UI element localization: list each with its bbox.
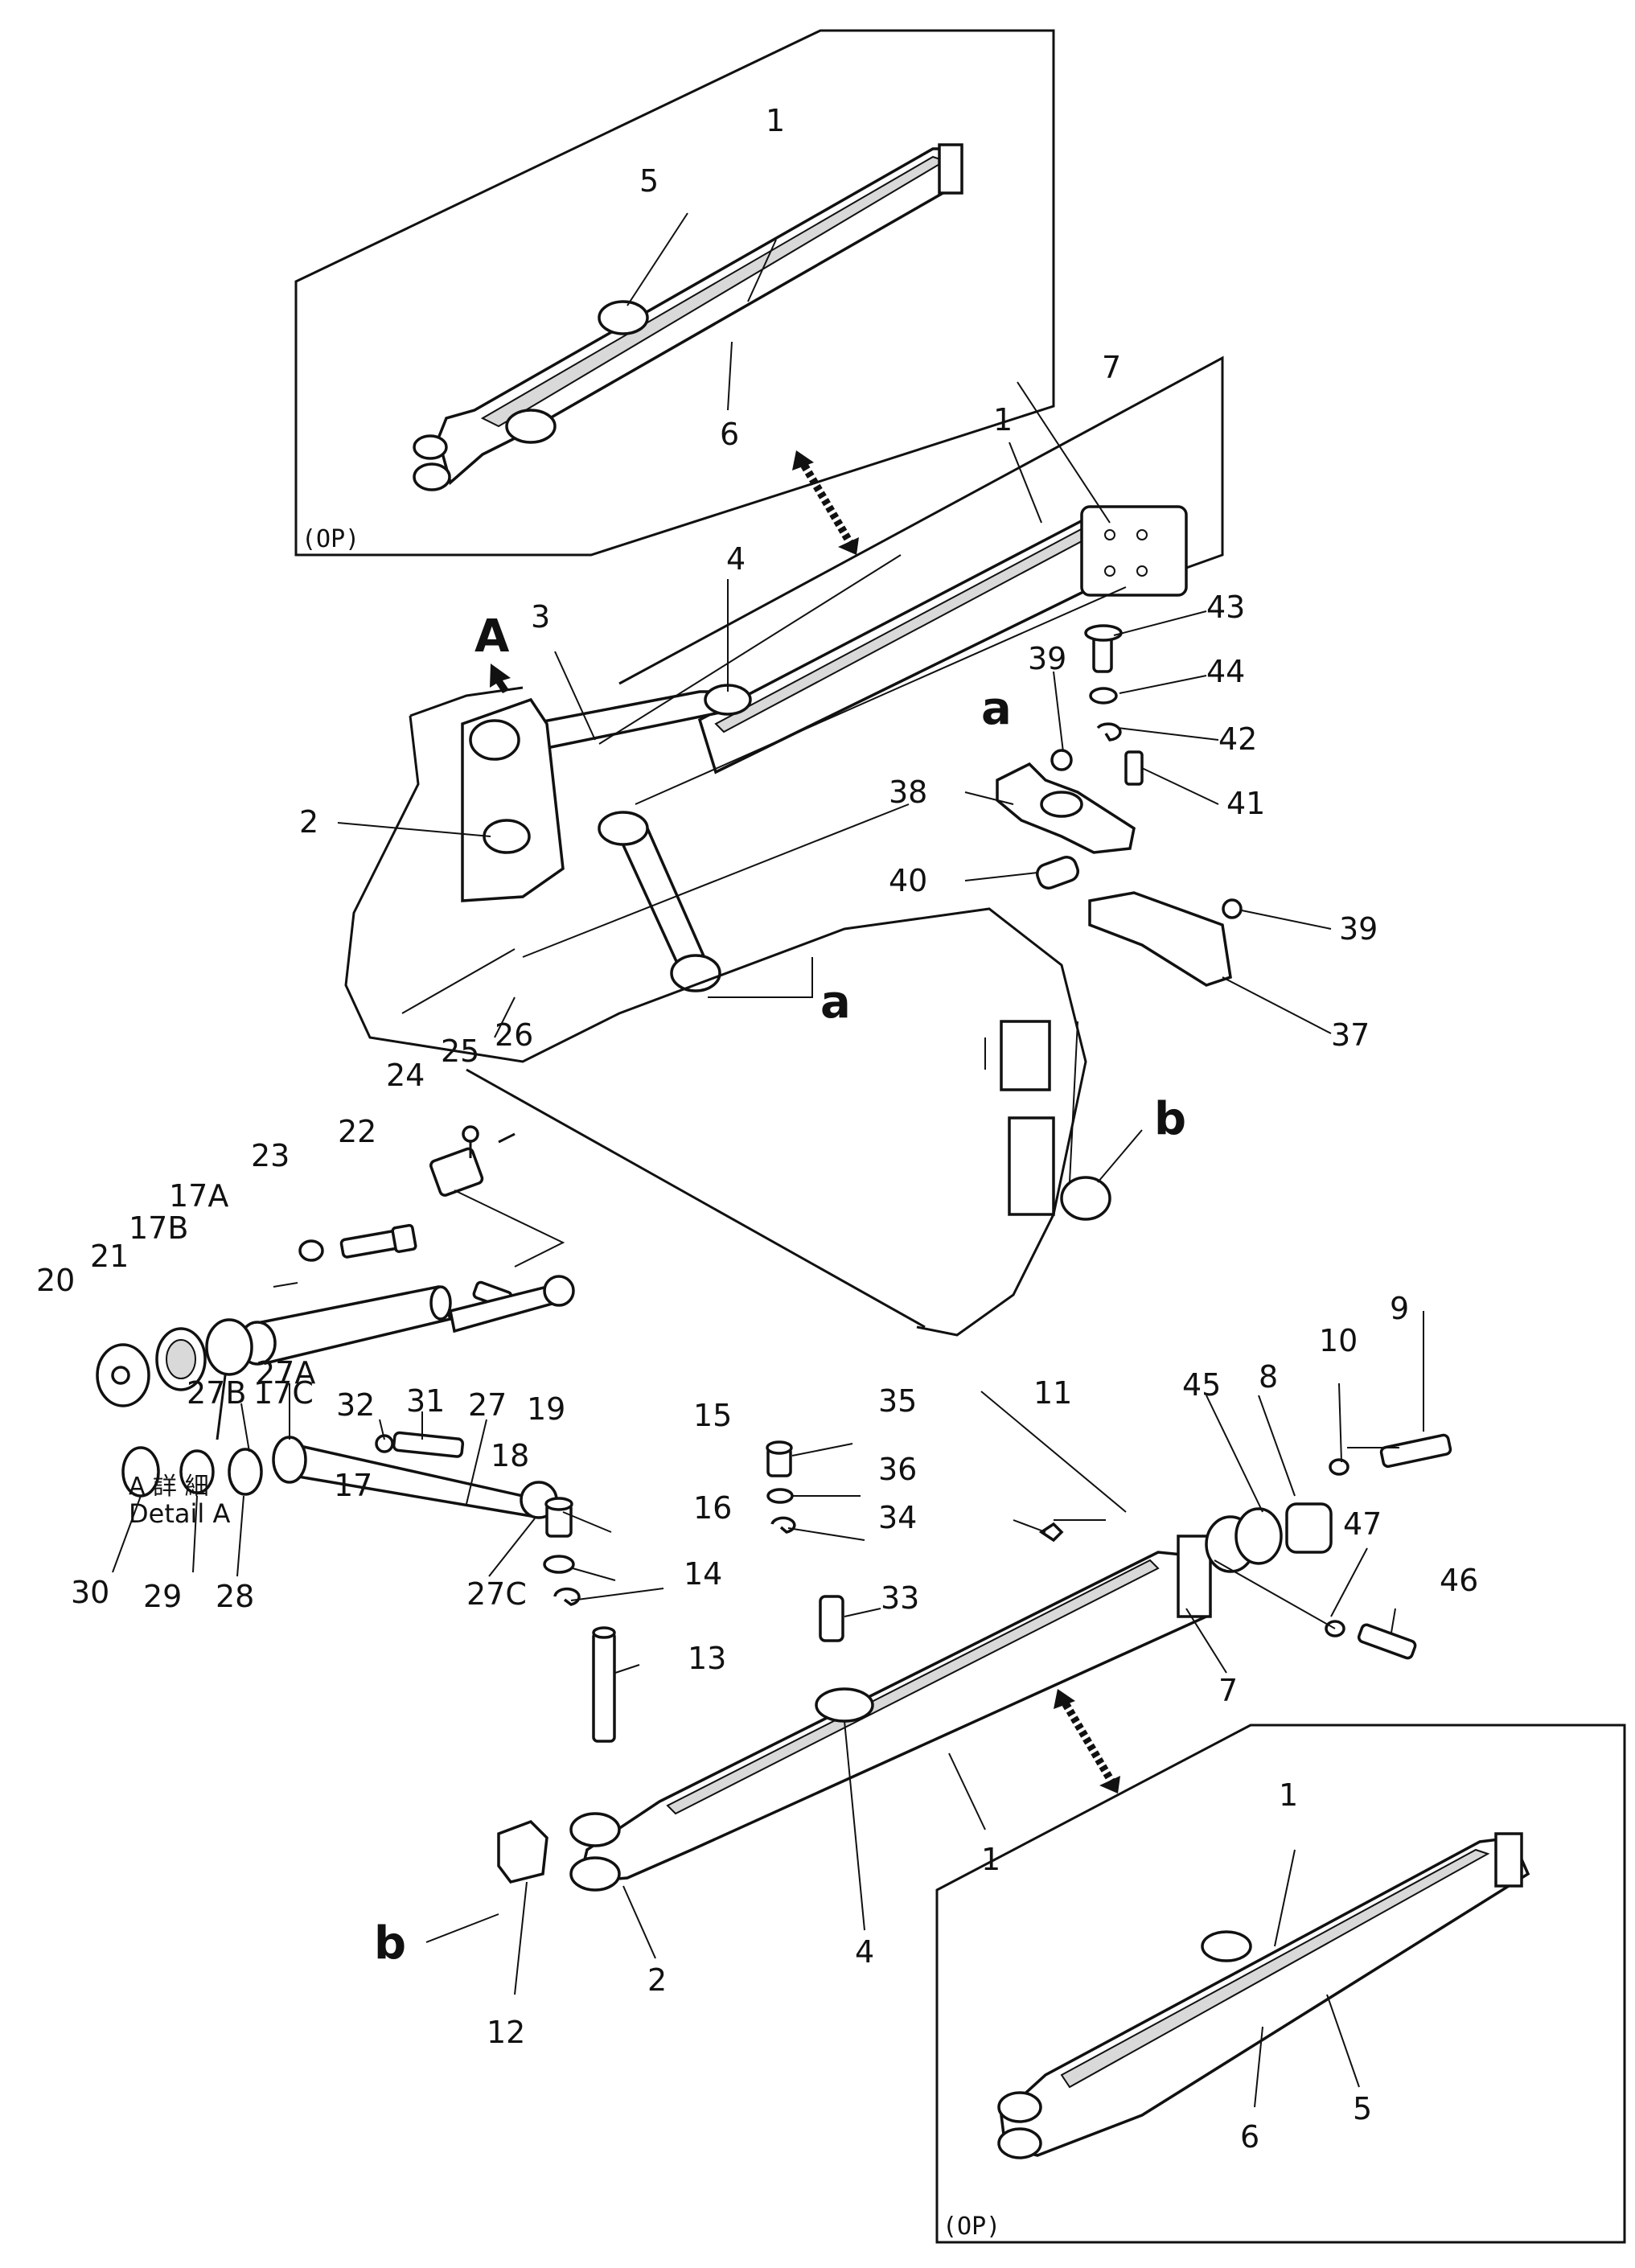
callout-label: 38 <box>889 774 927 810</box>
callout-label: 2 <box>299 804 318 840</box>
callout-label: 12 <box>487 2015 525 2050</box>
callout-label: 35 <box>878 1383 917 1419</box>
leader-lines <box>112 381 1424 2108</box>
callout-label: 1 <box>993 402 1013 438</box>
callout-label: 4 <box>855 1934 874 1970</box>
callout-label: 29 <box>143 1579 182 1614</box>
callout-label: 15 <box>693 1398 732 1433</box>
callout-label: 5 <box>1353 2091 1372 2126</box>
callout-label: 14 <box>684 1556 722 1592</box>
callout-label: 39 <box>1028 641 1066 676</box>
detail-label-jp: A 詳 細 <box>129 1473 209 1501</box>
view-mark-b: b <box>1154 1093 1186 1145</box>
callout-label: 24 <box>386 1058 425 1093</box>
optional-frame-top <box>413 143 963 491</box>
callout-label: 43 <box>1206 590 1245 625</box>
callout-label: 6 <box>1240 2119 1259 2155</box>
callout-label: 17B <box>129 1210 188 1246</box>
callout-label: 16 <box>693 1490 732 1526</box>
callout-label: 2 <box>647 1962 667 1998</box>
swap-arrow-top <box>792 450 859 555</box>
callout-label: 7 <box>1102 350 1121 385</box>
callout-label: 1 <box>981 1842 1000 1877</box>
upper-frame-assembly <box>344 355 1224 1337</box>
callout-label: 33 <box>881 1580 919 1616</box>
view-mark-a-small: a <box>820 976 851 1029</box>
callout-label: 19 <box>527 1391 565 1427</box>
detail-a-parts <box>96 1125 575 1440</box>
callout-labels: 1 5 6 7 1 4 3 2 43 44 42 39 41 38 40 39 … <box>36 103 1478 2155</box>
callout-label: 37 <box>1331 1017 1370 1053</box>
callout-label: 27A <box>256 1355 315 1391</box>
callout-label: 23 <box>251 1138 290 1173</box>
callout-label: 21 <box>90 1239 129 1274</box>
callout-label: 8 <box>1259 1359 1278 1395</box>
callout-label: 32 <box>336 1387 375 1423</box>
callout-label: 11 <box>1033 1375 1072 1411</box>
callout-label: 27 <box>468 1387 507 1423</box>
callout-label: 6 <box>720 417 739 452</box>
callout-label: 17 <box>334 1468 372 1503</box>
view-mark-b: b <box>374 1917 406 1970</box>
callout-label: 20 <box>36 1263 75 1298</box>
callout-label: 26 <box>495 1017 533 1053</box>
callout-label: 25 <box>441 1033 479 1069</box>
callout-label: 28 <box>216 1579 254 1614</box>
callout-label: 47 <box>1343 1506 1382 1542</box>
callout-label: 9 <box>1390 1291 1409 1326</box>
callout-label: 22 <box>338 1114 376 1149</box>
callout-label: 17C <box>253 1375 314 1411</box>
callout-label: 46 <box>1440 1563 1478 1598</box>
callout-label: 1 <box>1279 1777 1298 1813</box>
callout-label: 39 <box>1339 911 1378 947</box>
callout-label: 1 <box>766 103 785 138</box>
callout-label: 13 <box>688 1641 726 1676</box>
callout-label: 45 <box>1182 1367 1221 1403</box>
leader-line <box>727 341 733 411</box>
callout-label: 27C <box>466 1576 527 1612</box>
view-mark-a-arrow: A <box>474 610 510 663</box>
view-mark-a-small: a <box>981 683 1012 735</box>
brace-bracket-parts <box>996 624 1243 987</box>
swap-arrow-bottom <box>1054 1689 1120 1793</box>
callout-label: 40 <box>889 863 927 898</box>
callout-label: 3 <box>531 599 550 635</box>
op-label-bottom: (OP) <box>943 2213 1000 2241</box>
lower-frame-assembly <box>121 1431 1452 1892</box>
callout-label: 36 <box>878 1452 917 1487</box>
callout-label: 31 <box>406 1383 445 1419</box>
detail-label-en: Detail A <box>129 1498 230 1529</box>
option-box-top: (OP) <box>294 29 1055 557</box>
view-arrow-icon <box>490 664 511 693</box>
callout-label: 42 <box>1218 721 1257 757</box>
callout-label: 41 <box>1226 786 1265 821</box>
option-box-bottom: (OP) <box>935 1724 1626 2244</box>
callout-label: 30 <box>71 1575 109 1610</box>
callout-label: 10 <box>1319 1323 1358 1358</box>
leader-line <box>626 212 688 306</box>
optional-frame-bottom <box>997 1832 1530 2159</box>
leader-line <box>747 239 777 302</box>
callout-label: 7 <box>1218 1673 1238 1708</box>
callout-label: 44 <box>1206 654 1245 689</box>
callout-label: 5 <box>639 163 659 199</box>
op-label-top: (OP) <box>302 525 359 553</box>
callout-label: 4 <box>726 541 746 577</box>
callout-label: 18 <box>491 1438 529 1473</box>
callout-label: 34 <box>878 1500 917 1535</box>
callout-label: 17A <box>169 1178 228 1214</box>
callout-label: 27B <box>187 1375 246 1411</box>
